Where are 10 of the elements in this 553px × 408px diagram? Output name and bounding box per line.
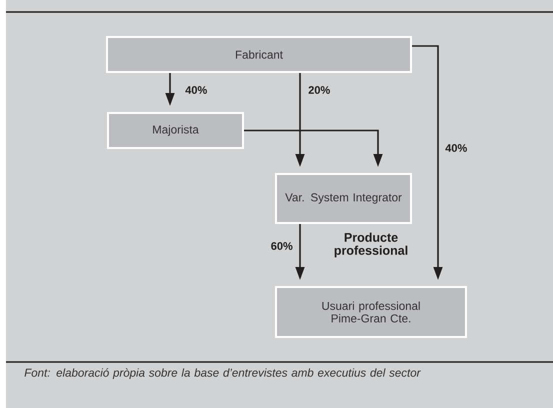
product-label: Producte professional: [334, 232, 408, 258]
edge-label: 60%: [271, 242, 292, 250]
caption: Font: elaboració pròpia sobre la base d’entrevistes amb executius del sector: [24, 368, 421, 380]
process-box: Var. System Integrator: [275, 173, 412, 224]
process-box: Majorista: [107, 112, 244, 149]
edge-label: 40%: [185, 86, 207, 94]
edge-label: 20%: [308, 86, 330, 94]
edge-label: 40%: [445, 144, 467, 152]
process-box: Fabricant: [106, 36, 412, 73]
process-box: Usuari professional Pime-Gran Cte.: [275, 286, 467, 338]
